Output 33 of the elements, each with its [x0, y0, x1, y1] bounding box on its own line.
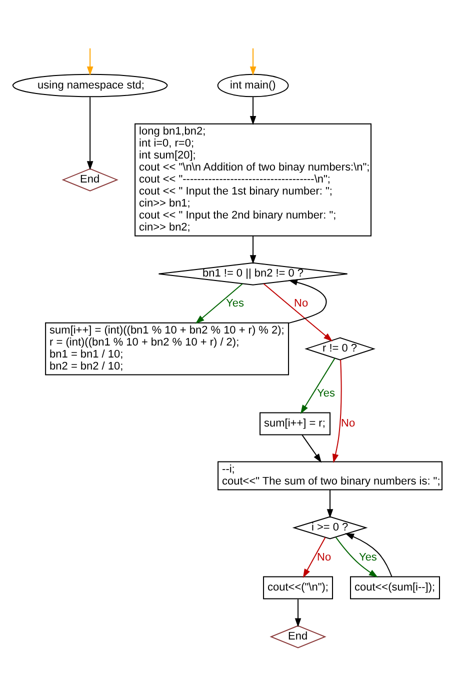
arrow — [86, 96, 93, 170]
node-diamond: End — [269, 624, 326, 648]
edge-label: Yes — [358, 551, 376, 564]
arrow — [86, 47, 93, 76]
arrow — [300, 357, 335, 414]
edge-label: Yes — [226, 297, 244, 310]
node-ellipse: using namespace std; — [12, 73, 168, 97]
node-box: cout<<(sum[i--]); — [350, 576, 440, 599]
arrow — [194, 282, 242, 324]
node-box: sum[i++] = (int)((bn1 % 10 + bn2 % 10 + r) % 2); r = (int)((bn1 % 10 + bn2 % 10 + r) / 2); bn1 = bn1 / 10; bn2 = bn2 / 10; — [44, 322, 289, 375]
arrow — [249, 96, 256, 124]
node-ellipse: int main() — [216, 73, 288, 97]
edge-label: No — [340, 417, 355, 430]
node-diamond: r != 0 ? — [304, 336, 375, 360]
node-box: sum[i++] = r; — [259, 412, 330, 435]
arrow — [326, 488, 333, 518]
arrow — [302, 536, 326, 578]
arrow — [288, 278, 326, 324]
node-box: cout<<("\n"); — [262, 576, 333, 599]
node-diamond: End — [61, 168, 118, 191]
arrow — [332, 358, 342, 463]
arrow — [249, 234, 256, 264]
node-box: long bn1,bn2; int i=0, r=0; int sum[20]; cout << "\n\n Addition of two binay numbers:\n"; cout << "------------------------------------\n"; cout << " Input the 1st binary number: "; cin>> bn1; cout << " Input the 2nd binary number: "; cin>> bn2; — [134, 122, 371, 236]
arrow — [344, 532, 392, 576]
arrow — [334, 536, 378, 577]
edge-label: No — [316, 551, 331, 564]
arrow — [301, 434, 322, 462]
edge-label: Yes — [316, 387, 334, 400]
edge-label: No — [294, 297, 308, 310]
arrow — [262, 282, 332, 342]
arrow — [294, 598, 301, 627]
arrow — [249, 47, 256, 76]
node-box: --i; cout<<" The sum of two binary numbers is: "; — [217, 460, 442, 490]
